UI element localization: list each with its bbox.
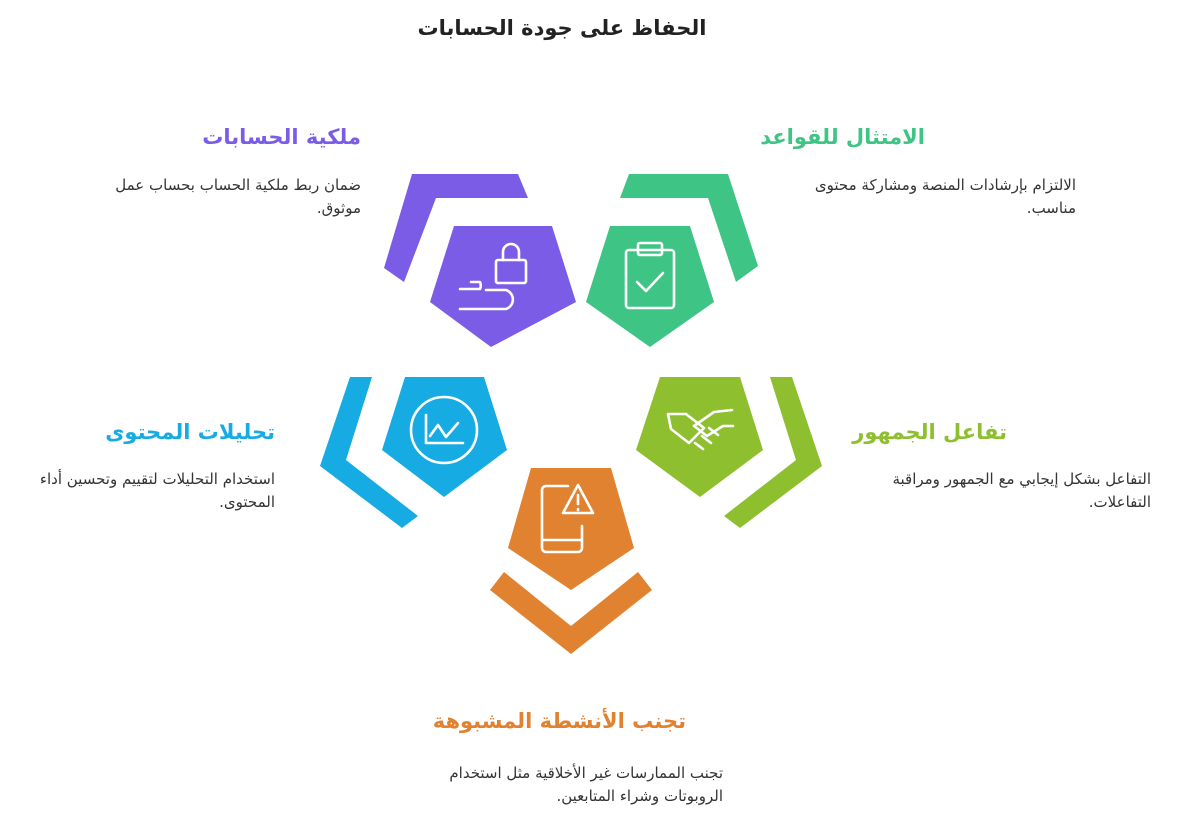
segment-engagement (636, 377, 822, 528)
ownership-outer-band (384, 174, 528, 282)
analytics-outer-band (320, 377, 418, 528)
page-title: الحفاظ على جودة الحسابات (417, 16, 707, 40)
engagement-desc: التفاعل بشكل إيجابي مع الجمهور ومراقبة ا… (892, 470, 1151, 511)
analytics-desc: استخدام التحليلات لتقييم وتحسين أداء الم… (39, 470, 275, 511)
engagement-outer-band (724, 377, 822, 528)
compliance-title: الامتثال للقواعد (760, 125, 925, 149)
segment-avoid (490, 468, 652, 654)
avoid-desc: تجنب الممارسات غير الأخلاقية مثل استخدام… (449, 764, 723, 805)
engagement-pentagon (636, 377, 763, 497)
compliance-outer-band (620, 174, 758, 282)
engagement-title: تفاعل الجمهور (852, 420, 1007, 444)
ownership-title: ملكية الحسابات (202, 125, 361, 149)
phone-warning-icon (540, 483, 595, 554)
line-chart-icon (409, 395, 479, 465)
avoid-pentagon (508, 468, 634, 590)
segment-ownership (384, 174, 576, 347)
segment-compliance (586, 174, 758, 347)
segment-analytics (320, 377, 507, 528)
lock-hand-icon (458, 242, 528, 311)
avoid-title: تجنب الأنشطة المشبوهة (432, 709, 686, 733)
compliance-desc: الالتزام بإرشادات المنصة ومشاركة محتوى م… (814, 176, 1076, 217)
avoid-outer-band (490, 572, 652, 654)
analytics-title: تحليلات المحتوى (105, 420, 275, 444)
handshake-icon (666, 408, 735, 451)
ownership-pentagon (430, 226, 576, 347)
clipboard-check-icon (624, 241, 676, 310)
ownership-desc: ضمان ربط ملكية الحساب بحساب عمل موثوق. (115, 176, 361, 217)
